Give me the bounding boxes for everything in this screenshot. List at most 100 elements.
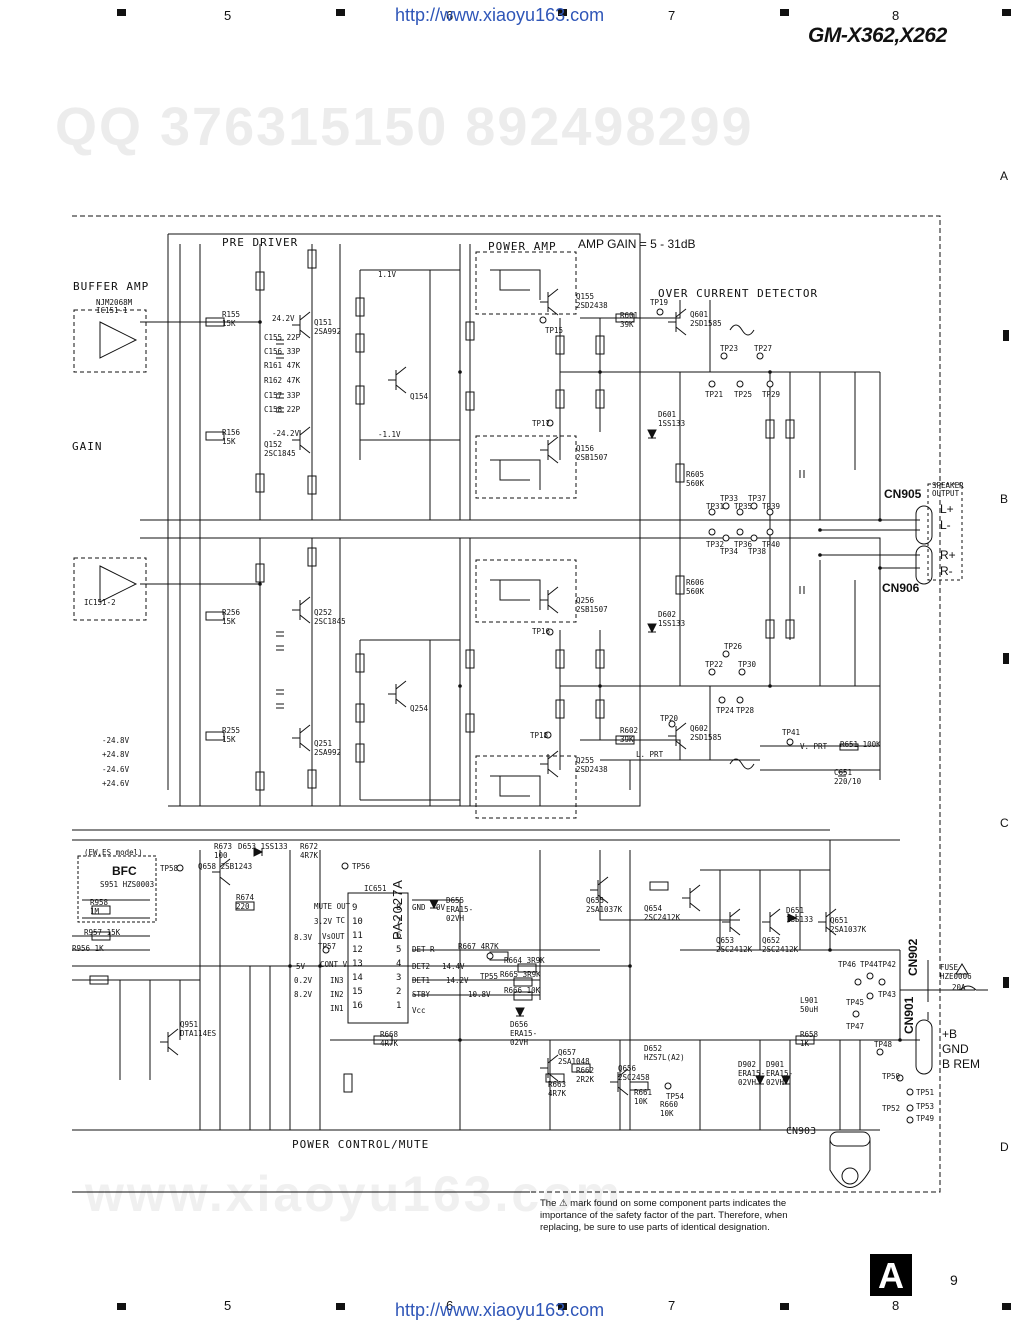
section-power-control-mute: POWER CONTROL/MUTE: [292, 1138, 430, 1151]
section-buffer-amp: BUFFER AMP: [73, 280, 150, 293]
watermark-qq: QQ 376315150 892498299: [55, 97, 754, 157]
connector-cn905: CN905: [884, 487, 922, 501]
voltage-label: -24.2V: [272, 429, 300, 438]
safety-note: The ⚠ mark found on some component parts…: [540, 1198, 788, 1233]
test-point-label: TP24: [716, 706, 735, 715]
component-label: R605 560K: [686, 470, 705, 488]
section-over-current-detector: OVER CURRENT DETECTOR: [658, 287, 819, 300]
ew-es-model-label: (EW,ES model): [84, 848, 143, 857]
component-label: R255 15K: [222, 726, 241, 744]
component-label: Q951 DTA114ES: [180, 1020, 217, 1038]
connector-cn906: CN906: [882, 581, 920, 595]
ic-pin-label: IN3: [330, 976, 344, 985]
component-label: R606 560K: [686, 578, 705, 596]
ic-pin: 12: [352, 945, 363, 955]
test-point-label: TP34: [720, 547, 739, 556]
component-label: R665 3R9K: [500, 970, 541, 979]
voltage-label: 10.8V: [468, 990, 491, 999]
component-label: R673 100: [214, 842, 233, 860]
component-label: R663 4R7K: [548, 1080, 567, 1098]
registration-mark: [558, 9, 567, 16]
ic-pin: 13: [352, 959, 363, 969]
page-number: 9: [950, 1272, 958, 1288]
ic-pin-label: CONT V: [320, 960, 348, 969]
test-point-label: TP16: [532, 627, 551, 636]
component-label: R668 4R7K: [380, 1030, 399, 1048]
ic-pin: 15: [352, 987, 363, 997]
component-label: NJM2068M: [96, 298, 133, 307]
component-label: Q601 2SD1585: [690, 310, 722, 328]
component-label: L901 50uH: [800, 996, 819, 1014]
registration-mark: [1002, 1303, 1011, 1310]
component-label: R956 1K: [72, 944, 104, 953]
registration-mark: [117, 1303, 126, 1310]
header-url-link[interactable]: http://www.xiaoyu163.com: [395, 5, 605, 25]
registration-mark: [336, 9, 345, 16]
test-point-label: TP38: [748, 547, 767, 556]
test-point-label: TP56: [352, 862, 371, 871]
column-number: 5: [224, 1298, 232, 1313]
component-label: R666 10K: [504, 986, 541, 995]
test-point-label: TP47: [846, 1022, 865, 1031]
ic-pin: 10: [352, 917, 363, 927]
pin-b-rem: B REM: [942, 1057, 981, 1071]
pin-l-plus: L+: [940, 502, 954, 516]
component-label: V. PRT: [800, 742, 828, 751]
ic-pin-label: IN1: [330, 1004, 344, 1013]
component-label: C157 33P: [264, 391, 301, 400]
voltage-label: 3.2V: [314, 917, 333, 926]
component-label: D902 ERA15-02VH: [738, 1060, 766, 1087]
footer-url-link[interactable]: http://www.xiaoyu163.com: [395, 1300, 605, 1320]
test-point-label: TP52: [882, 1104, 901, 1113]
component-label: R662 2R2K: [576, 1066, 595, 1084]
test-point-label: TP51: [916, 1088, 935, 1097]
voltage-label: 14.2V: [446, 976, 469, 985]
edge-mark: [1003, 977, 1009, 988]
fuse-rating-label: 20A: [952, 983, 966, 992]
component-label: IC151-2: [84, 598, 116, 607]
component-label: Q655 2SA1037K: [586, 896, 623, 914]
component-label: Q255 2SD2438: [576, 756, 608, 774]
column-number: 5: [224, 8, 232, 23]
ic-pin: 5: [396, 945, 402, 955]
column-number: 7: [668, 8, 676, 23]
component-label: D651 1SS133: [786, 906, 814, 924]
component-label: R957 15K: [84, 928, 121, 937]
row-letter-c: C: [1000, 816, 1009, 830]
test-point-label: TP31: [706, 502, 725, 511]
ic-pin-label: 0V: [436, 903, 446, 912]
ic-pin: 16: [352, 1001, 363, 1011]
ic-pin: 6: [396, 931, 402, 941]
section-pre-driver: PRE DRIVER: [222, 236, 299, 249]
ic-pin-label: TC: [336, 916, 346, 925]
gain-label: GAIN: [72, 440, 103, 453]
voltage-label: 8.3V: [294, 933, 313, 942]
test-point-label: TP27: [754, 344, 773, 353]
row-letter-d: D: [1000, 1140, 1009, 1154]
ic-pin-label: VsOUT: [322, 932, 345, 941]
test-point-label: TP18: [530, 731, 549, 740]
component-label: R661 10K: [634, 1088, 653, 1106]
speaker-output-label: SPEAKER OUTPUT: [932, 481, 964, 498]
voltage-label: 8.2V: [294, 990, 313, 999]
ic-pin: 11: [352, 931, 363, 941]
test-point-label: TP46: [838, 960, 857, 969]
ic-pin-label: GND: [412, 903, 426, 912]
column-number: 7: [668, 1298, 676, 1313]
component-label: Q652 2SC2412K: [762, 936, 799, 954]
ic-pin: 2: [396, 987, 402, 997]
test-point-label: TP22: [705, 660, 724, 669]
pin-r-minus: R-: [940, 564, 953, 578]
test-point-label: TP43: [878, 990, 897, 999]
component-label: R664 3R9K: [504, 956, 545, 965]
test-point-label: TP19: [650, 298, 669, 307]
connector-cn902: CN902: [906, 938, 920, 976]
test-point-label: TP25: [734, 390, 753, 399]
component-label: C651 220/10: [834, 768, 862, 786]
component-label: Q657 2SA1048: [558, 1048, 590, 1066]
ic-pin-label: Vcc: [412, 1006, 426, 1015]
row-letter-b: B: [1000, 492, 1009, 506]
component-label: D656 ERA15-02VH: [510, 1020, 538, 1047]
component-label: R660 10K: [660, 1100, 679, 1118]
fuse-label: FUSE: [940, 963, 959, 972]
